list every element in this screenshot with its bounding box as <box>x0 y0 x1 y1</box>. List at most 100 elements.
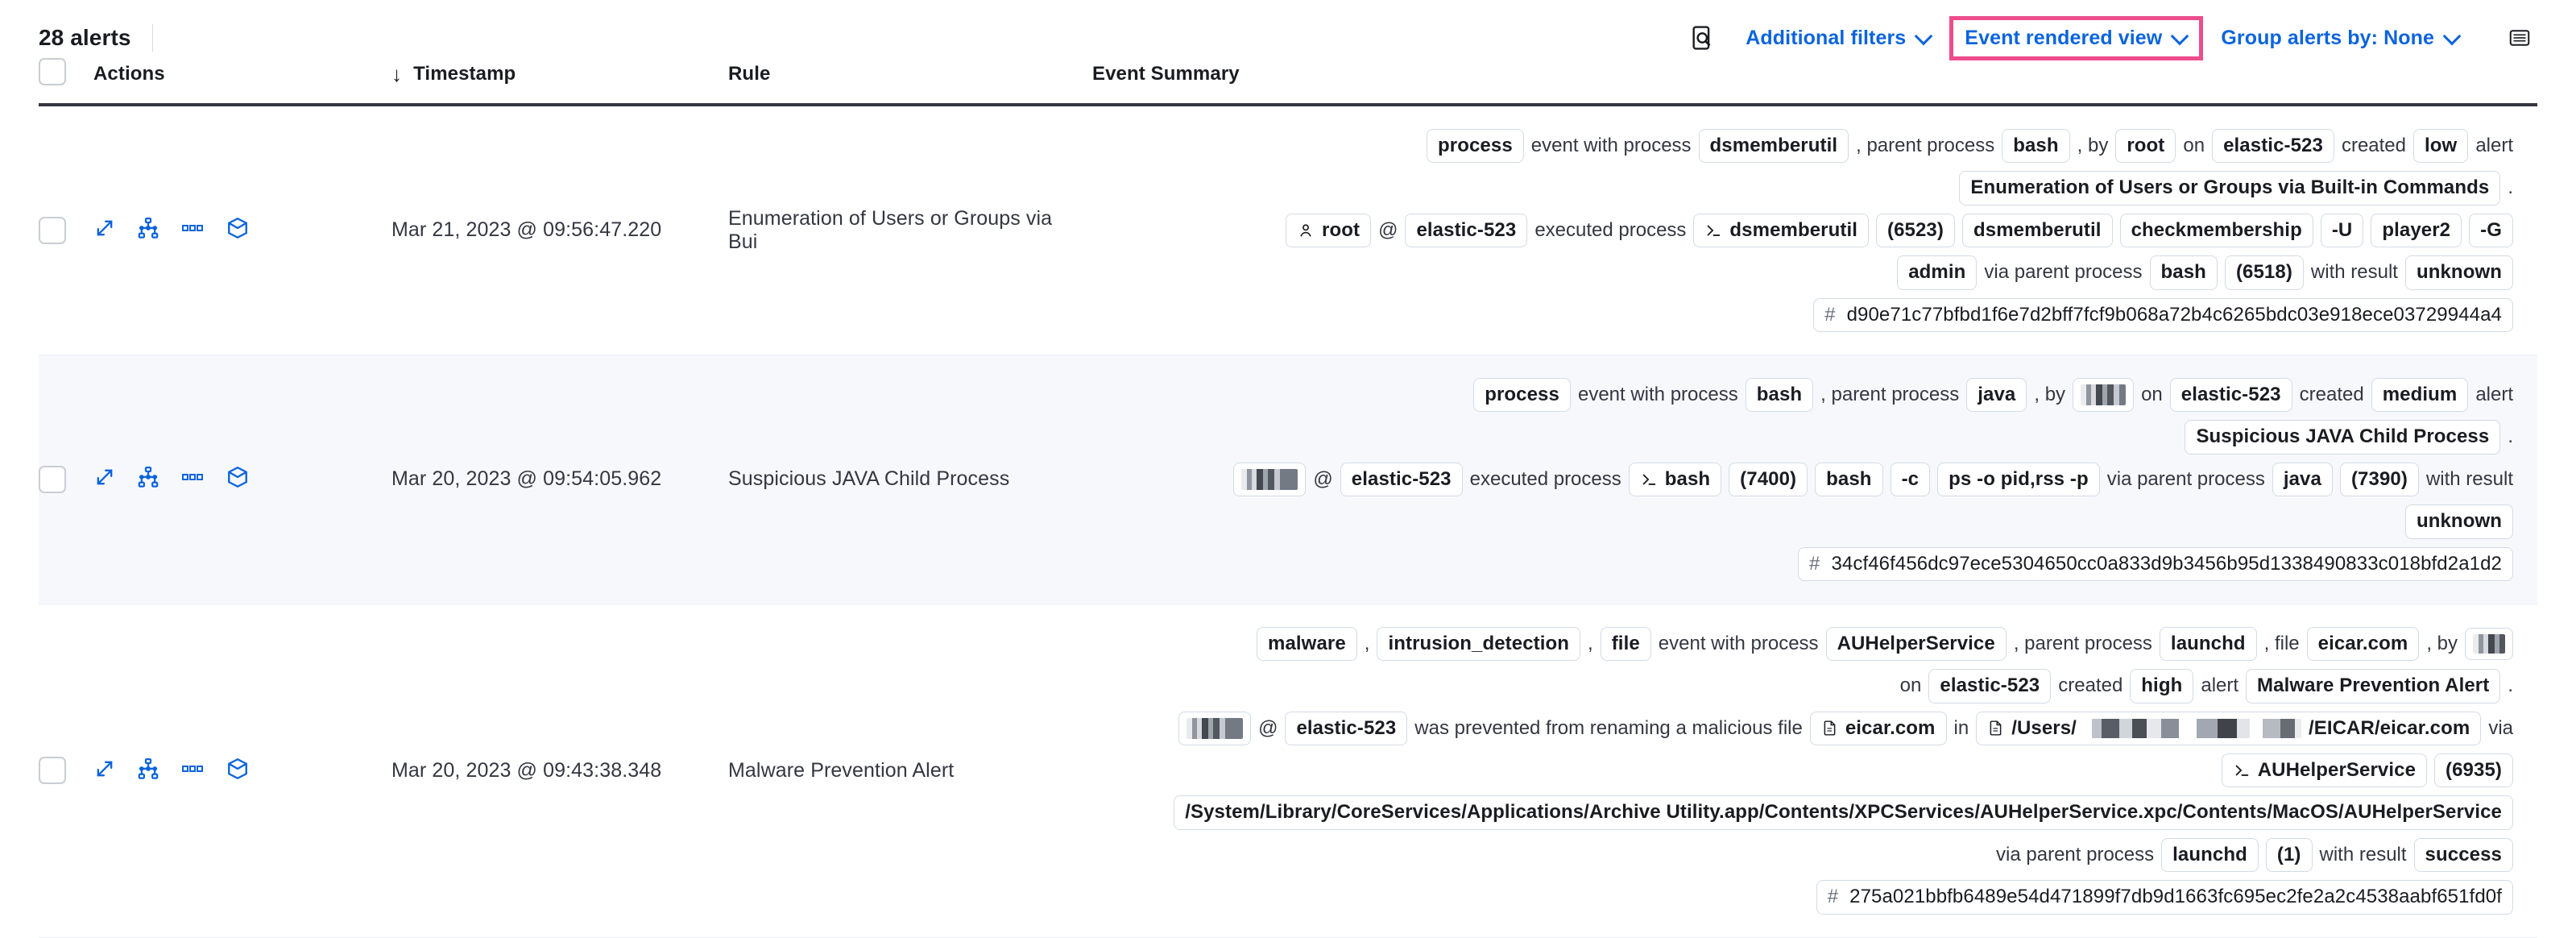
file-path-badge[interactable]: /Users//EICAR/eicar.com <box>1976 711 2482 746</box>
event-field-badge[interactable]: admin <box>1897 255 1978 290</box>
event-field-value: (6523) <box>1887 218 1944 241</box>
event-field-badge[interactable]: java <box>2272 462 2333 497</box>
event-field-badge[interactable]: intrusion_detection <box>1377 626 1581 662</box>
event-field-badge[interactable]: medium <box>2371 377 2469 413</box>
event-field-badge[interactable]: -U <box>2320 213 2364 248</box>
keyboard-shortcuts-icon[interactable] <box>2502 20 2537 56</box>
cases-icon[interactable] <box>226 757 250 785</box>
more-actions-icon[interactable] <box>180 757 205 784</box>
redacted-value-badge[interactable] <box>1178 711 1252 745</box>
inspect-query-icon[interactable] <box>1684 19 1721 56</box>
redacted-value-badge[interactable] <box>1233 462 1307 496</box>
event-field-badge[interactable]: (6518) <box>2224 255 2304 290</box>
group-alerts-by-button[interactable]: Group alerts by: None <box>2208 19 2473 58</box>
event-field-badge[interactable]: malware <box>1257 626 1357 662</box>
event-field-badge[interactable]: low <box>2413 129 2469 164</box>
summary-text: on <box>1899 674 1922 697</box>
event-field-badge[interactable]: (7400) <box>1729 462 1808 497</box>
event-field-badge[interactable]: /System/Library/CoreServices/Application… <box>1174 795 2513 830</box>
chevron-down-icon <box>2444 28 2460 44</box>
event-field-badge[interactable]: -c <box>1890 462 1931 497</box>
additional-filters-button[interactable]: Additional filters <box>1733 19 1944 58</box>
event-field-badge[interactable]: bash <box>2149 255 2218 290</box>
event-field-badge[interactable]: process <box>1473 377 1571 413</box>
event-field-badge[interactable]: AUHelperService <box>1825 626 2007 662</box>
row-actions <box>93 216 391 244</box>
expand-icon[interactable] <box>93 466 116 492</box>
analyze-session-icon[interactable] <box>137 466 159 492</box>
select-all-checkbox[interactable] <box>39 58 66 85</box>
event-hash-badge[interactable]: #d90e71c77bfbd1f6e7d2bff7fcf9b068a72b4c6… <box>1813 297 2513 332</box>
event-field-badge[interactable]: Enumeration of Users or Groups via Built… <box>1959 171 2501 205</box>
event-field-badge[interactable]: high <box>2130 669 2194 704</box>
event-field-badge[interactable]: elastic-523 <box>2212 129 2334 164</box>
event-field-badge[interactable]: elastic-523 <box>1340 462 1463 497</box>
summary-text: executed process <box>1534 218 1687 241</box>
summary-text: alert <box>2475 383 2513 405</box>
event-field-badge[interactable]: checkmembership <box>2119 213 2313 248</box>
event-field-badge[interactable]: ps -o pid,rss -p <box>1937 462 2100 497</box>
cases-icon[interactable] <box>226 465 250 493</box>
event-field-badge[interactable]: bash <box>1815 462 1883 497</box>
summary-line: #275a021bbfb6489e54d471899f7db9d1663fc69… <box>1816 880 2513 915</box>
event-field-badge[interactable]: elastic-523 <box>1405 213 1528 248</box>
event-field-badge[interactable]: player2 <box>2371 213 2462 248</box>
event-field-badge[interactable]: launchd <box>2159 626 2257 662</box>
event-field-badge[interactable]: Suspicious JAVA Child Process <box>2185 420 2501 454</box>
row-checkbox[interactable] <box>39 757 66 785</box>
row-rule-name: Enumeration of Users or Groups via Bui <box>728 206 1053 253</box>
event-field-badge[interactable]: bash <box>1628 462 1722 497</box>
expand-icon[interactable] <box>93 217 116 243</box>
header-timestamp[interactable]: ↓ Timestamp <box>391 58 728 105</box>
event-rendered-view-button[interactable]: Event rendered view <box>1949 15 2204 60</box>
summary-text: on <box>2141 383 2163 405</box>
event-field-badge[interactable]: bash <box>1745 377 1814 413</box>
redacted-value-badge[interactable] <box>2073 378 2135 413</box>
event-field-badge[interactable]: unknown <box>2404 255 2513 290</box>
event-field-badge[interactable]: launchd <box>2161 837 2259 873</box>
event-field-badge[interactable]: eicar.com <box>2306 626 2420 662</box>
event-field-badge[interactable]: root <box>1286 213 1372 248</box>
analyze-session-icon[interactable] <box>137 757 159 784</box>
event-field-badge[interactable]: (1) <box>2265 837 2313 873</box>
header-event-summary[interactable]: Event Summary <box>1092 58 2537 105</box>
event-field-badge[interactable]: Malware Prevention Alert <box>2246 669 2501 704</box>
event-field-badge[interactable]: dsmemberutil <box>1961 213 2113 248</box>
event-field-badge[interactable]: (6935) <box>2434 753 2513 788</box>
analyze-session-icon[interactable] <box>137 217 159 243</box>
event-field-badge[interactable]: -G <box>2469 213 2513 248</box>
row-checkbox[interactable] <box>39 216 66 244</box>
cases-icon[interactable] <box>226 216 250 244</box>
event-field-badge[interactable]: unknown <box>2404 504 2513 539</box>
event-field-badge[interactable]: dsmemberutil <box>1693 213 1869 248</box>
more-actions-icon[interactable] <box>180 466 205 492</box>
expand-icon[interactable] <box>93 757 116 784</box>
event-field-badge[interactable]: file <box>1600 626 1651 662</box>
event-field-badge[interactable]: bash <box>2002 129 2070 164</box>
more-actions-icon[interactable] <box>180 217 205 243</box>
event-field-badge[interactable]: AUHelperService <box>2221 753 2428 788</box>
row-select-cell <box>39 105 93 355</box>
redacted-value-badge[interactable] <box>2465 628 2513 661</box>
event-field-badge[interactable]: elastic-523 <box>2169 377 2292 413</box>
event-field-value: elastic-523 <box>1416 218 1517 241</box>
header-rule[interactable]: Rule <box>728 58 1092 105</box>
event-field-value: unknown <box>2416 510 2502 533</box>
event-field-badge[interactable]: elastic-523 <box>1928 669 2052 704</box>
event-field-badge[interactable]: (7390) <box>2339 462 2419 497</box>
event-field-badge[interactable]: process <box>1427 129 1524 164</box>
event-field-badge[interactable]: dsmemberutil <box>1698 129 1849 164</box>
row-checkbox[interactable] <box>39 465 66 493</box>
event-field-badge[interactable]: root <box>2115 129 2176 164</box>
event-field-badge[interactable]: eicar.com <box>1809 711 1947 746</box>
event-hash-badge[interactable]: #275a021bbfb6489e54d471899f7db9d1663fc69… <box>1816 880 2513 915</box>
event-field-badge[interactable]: success <box>2413 837 2513 873</box>
event-field-badge[interactable]: java <box>1966 377 2027 413</box>
event-field-badge[interactable]: elastic-523 <box>1285 711 1408 746</box>
event-field-badge[interactable]: (6523) <box>1876 213 1955 248</box>
event-hash-badge[interactable]: #34cf46f456dc97ece5304650cc0a833d9b3456b… <box>1798 546 2513 581</box>
